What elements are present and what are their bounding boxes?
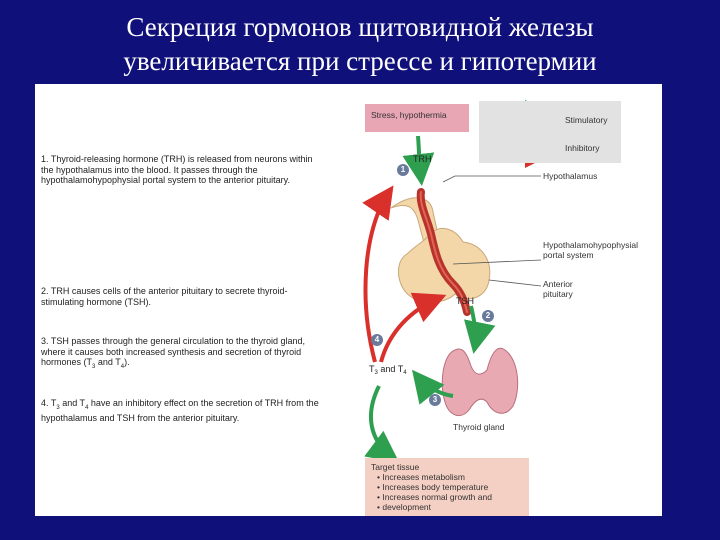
target-item: development (377, 502, 529, 512)
tsh-label: TSH (456, 296, 474, 306)
step-1: 1. Thyroid-releasing hormone (TRH) is re… (41, 154, 321, 186)
step-3: 3. TSH passes through the general circul… (41, 336, 321, 372)
t3t4-to-pituitary-inhibit-arrow (379, 292, 447, 363)
portal-system-label-2: portal system (543, 250, 594, 260)
marker-3: 3 (429, 394, 441, 406)
step-4-number: 4. (41, 398, 49, 408)
tsh-to-thyroid-arrow (464, 305, 496, 354)
portal-leader (452, 259, 542, 265)
target-item: Increases normal growth and (377, 492, 529, 502)
slide-title-line-2: увеличивается при стрессе и гипотермии (123, 46, 597, 76)
thyroid-gland (441, 347, 519, 417)
step-1-number: 1. (41, 154, 49, 164)
step-2-text: TRH causes cells of the anterior pituita… (41, 286, 288, 307)
thyroid-to-t3t4-arrow (411, 369, 454, 405)
target-tissue-box: Target tissue Increases metabolism Incre… (365, 458, 529, 516)
step-4-sub-1: 3 (56, 404, 60, 411)
target-tissue-title: Target tissue (371, 462, 420, 472)
step-3-text-after: ). (124, 357, 130, 367)
stress-to-hypothalamus-arrow (402, 135, 435, 186)
marker-1: 1 (397, 164, 409, 176)
diagram-panel: 1. Thyroid-releasing hormone (TRH) is re… (35, 84, 662, 516)
legend-box: Stimulatory Inhibitory (479, 101, 621, 163)
anterior-pituitary-label-2: pituitary (543, 289, 573, 299)
t3t4-to-target-arrow (364, 385, 400, 463)
slide-title: Секреция гормонов щитовидной железы увел… (0, 10, 720, 78)
step-4-sub-2: 4 (85, 404, 89, 411)
t3t4-to-hypothalamus-inhibit-arrow (362, 185, 394, 363)
legend-inhibitory-label: Inhibitory (565, 143, 600, 153)
hypothalamus-label: Hypothalamus (543, 171, 598, 181)
anterior-pituitary-label-1: Anterior (543, 279, 573, 289)
step-4: 4. T3 and T4 have an inhibitory effect o… (41, 398, 321, 424)
stress-box: Stress, hypothermia (365, 104, 469, 132)
step-3-text-before: TSH passes through the general circulati… (41, 336, 306, 367)
step-3-text-mid: and T (95, 357, 121, 367)
target-item: Increases metabolism (377, 472, 529, 482)
marker-2: 2 (482, 310, 494, 322)
diagram-artwork (362, 100, 565, 463)
trh-label: TRH (413, 154, 432, 164)
step-4-text-and: and T (59, 398, 86, 408)
t3t4-label: T3 and T4 (369, 364, 407, 376)
hypothalamus-leader (442, 175, 541, 183)
step-3-number: 3. (41, 336, 49, 346)
target-tissue-list: Increases metabolism Increases body temp… (371, 472, 529, 512)
pituitary-leader (488, 279, 542, 287)
step-4-text-rest: have an inhibitory effect on the secreti… (41, 398, 319, 424)
thyroid-gland-label: Thyroid gland (453, 422, 505, 432)
legend-stimulatory-label: Stimulatory (565, 115, 608, 125)
slide-title-line-1: Секреция гормонов щитовидной железы (126, 12, 594, 42)
step-3-sub-2: 4 (120, 363, 125, 370)
target-item: Increases body temperature (377, 482, 529, 492)
step-2-number: 2. (41, 286, 49, 296)
step-2: 2. TRH causes cells of the anterior pitu… (41, 286, 321, 307)
stress-label: Stress, hypothermia (371, 110, 447, 120)
portal-system-label-1: Hypothalamohypophysial (543, 240, 638, 250)
step-3-sub-1: 3 (92, 363, 96, 370)
marker-4: 4 (371, 334, 383, 346)
step-4-text-t: T (50, 398, 57, 408)
step-1-text: Thyroid-releasing hormone (TRH) is relea… (41, 154, 313, 185)
